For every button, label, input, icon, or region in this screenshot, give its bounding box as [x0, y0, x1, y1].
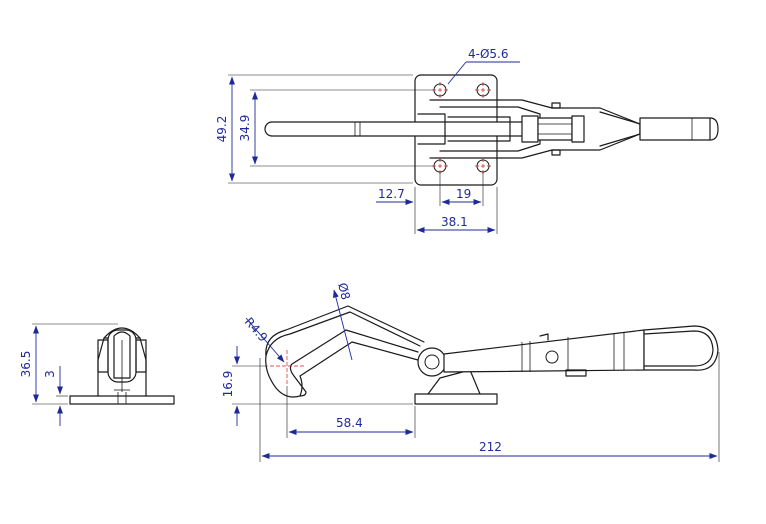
dim-hole-spacing: 19 [456, 187, 471, 201]
hook-arm [265, 311, 421, 398]
dim-hook-height: 16.9 [221, 371, 235, 398]
mounting-holes [432, 82, 491, 174]
dim-base-width: 38.1 [441, 215, 468, 229]
front-view: 36.5 3 [19, 323, 175, 426]
handle-grip [639, 117, 711, 141]
dim-base-thickness: 3 [43, 370, 57, 378]
dim-height-outer: 49.2 [215, 116, 229, 143]
latch-bar [264, 121, 526, 137]
handle-rivet [545, 350, 559, 364]
side-grip [643, 325, 719, 371]
dim-holes: 4-Ø5.6 [468, 47, 509, 61]
dim-radius: R4.9 [242, 315, 271, 345]
dim-offset-left: 12.7 [378, 187, 405, 201]
dim-diameter: Ø8 [335, 281, 353, 301]
side-base [414, 393, 498, 405]
dim-overall-length: 212 [479, 440, 502, 454]
dim-front-height: 36.5 [19, 351, 33, 378]
hex-body [537, 117, 573, 141]
side-view: R4.9 Ø8 16.9 58.4 212 [221, 281, 720, 462]
dim-height-inner: 34.9 [238, 115, 252, 142]
dim-hook-reach: 58.4 [336, 416, 363, 430]
nut [521, 115, 539, 143]
top-view: 49.2 34.9 4-Ø5.6 12.7 19 38.1 [215, 47, 719, 234]
front-base [69, 395, 175, 405]
